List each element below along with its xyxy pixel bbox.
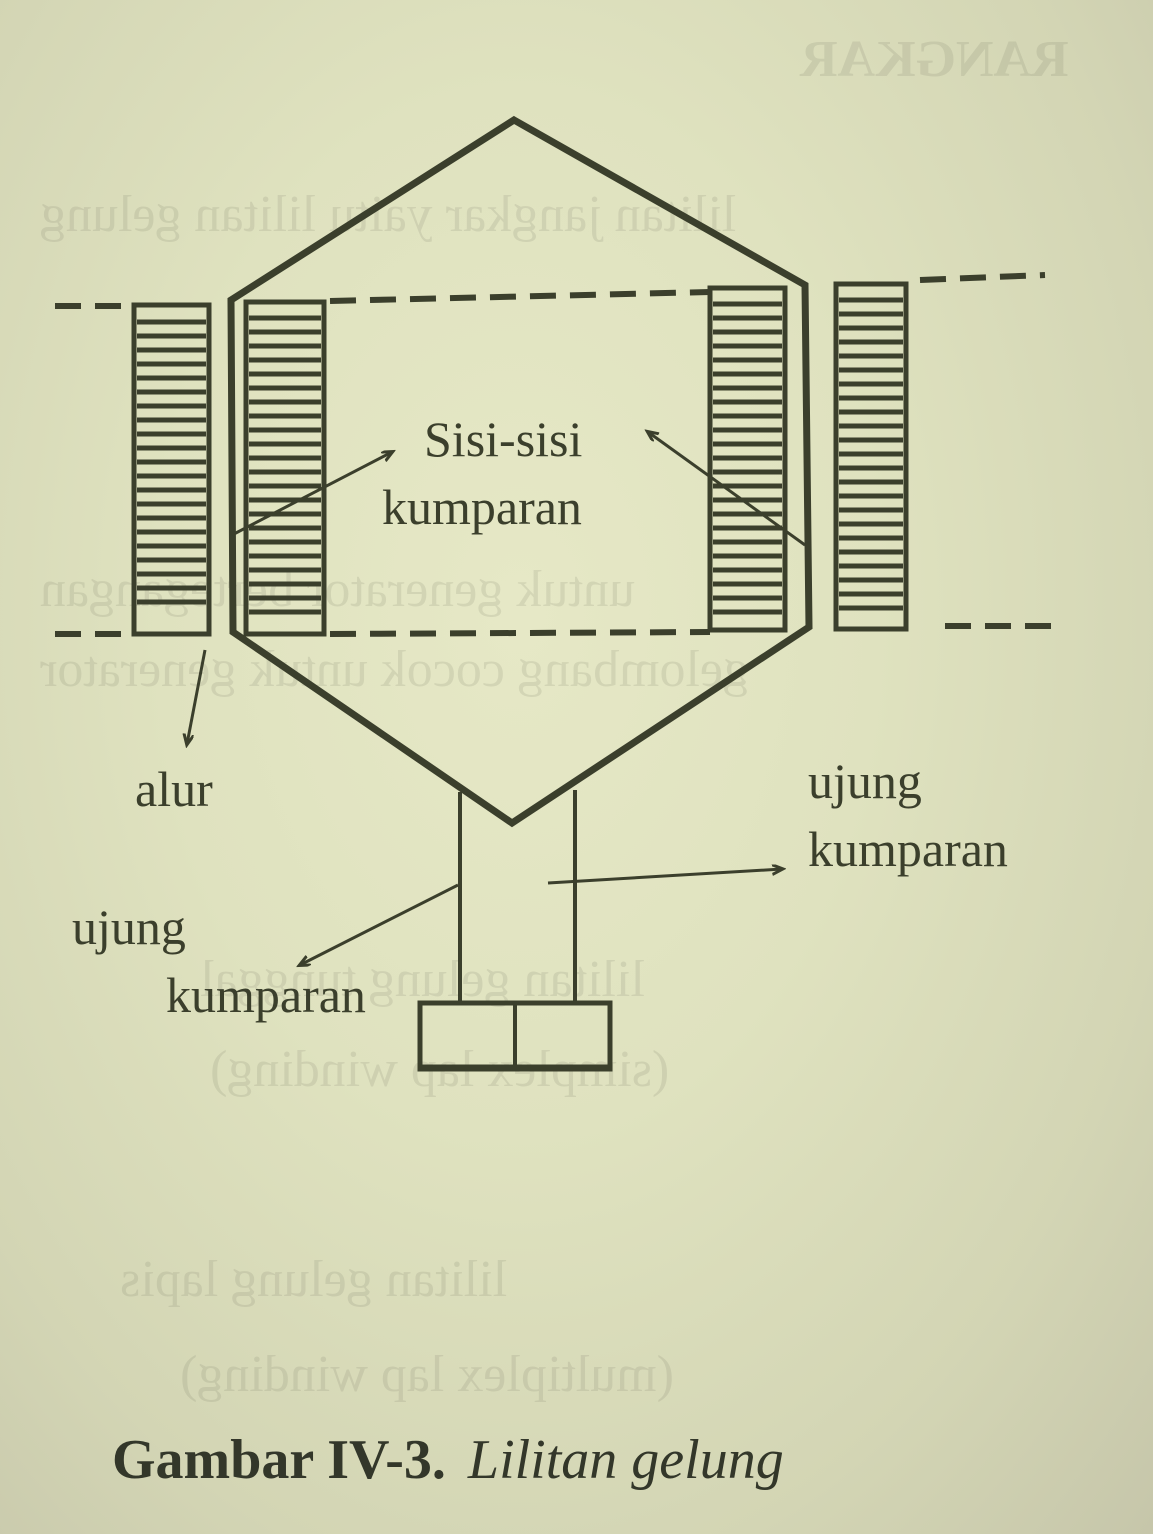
slot-right-outer: [833, 281, 909, 632]
arrow-coil-end-right: [547, 869, 782, 885]
figure-caption: Gambar IV-3. Lilitan gelung: [112, 1428, 784, 1492]
label-coil-sides-line1: Sisi-sisi: [424, 411, 583, 467]
label-coil-end-left: ujung kumparan: [72, 898, 366, 1024]
label-coil-sides-line2: kumparan: [382, 479, 582, 535]
slot-left-inner: [243, 299, 327, 637]
coil-end-leads: [458, 790, 577, 1004]
label-coil-end-left-line1: ujung: [72, 899, 186, 955]
core-boundary-top: [55, 272, 1046, 309]
label-slot: alur: [135, 761, 213, 817]
label-coil-end-right-line1: ujung: [808, 753, 922, 809]
arrow-coil-side-left: [231, 452, 392, 537]
label-coil-end-left-line2: kumparan: [166, 967, 366, 1023]
arrow-coil-end-left: [300, 883, 459, 965]
coil-loop: [227, 115, 813, 828]
label-coil-end-right: ujung kumparan: [808, 752, 1008, 878]
annotation-arrows: [187, 432, 806, 965]
figure-number: Gambar IV-3.: [112, 1429, 446, 1491]
label-coil-sides: Sisi-sisi kumparan: [382, 410, 583, 536]
arrow-coil-side-right: [648, 432, 806, 547]
label-coil-end-right-line2: kumparan: [808, 821, 1008, 877]
slot-right-inner: [707, 285, 788, 633]
slot-left-outer: [131, 302, 212, 637]
commutator-segments: [417, 1000, 613, 1072]
core-boundary-bottom: [55, 623, 1060, 637]
figure-title: Lilitan gelung: [467, 1429, 784, 1491]
arrow-slot: [187, 649, 207, 744]
